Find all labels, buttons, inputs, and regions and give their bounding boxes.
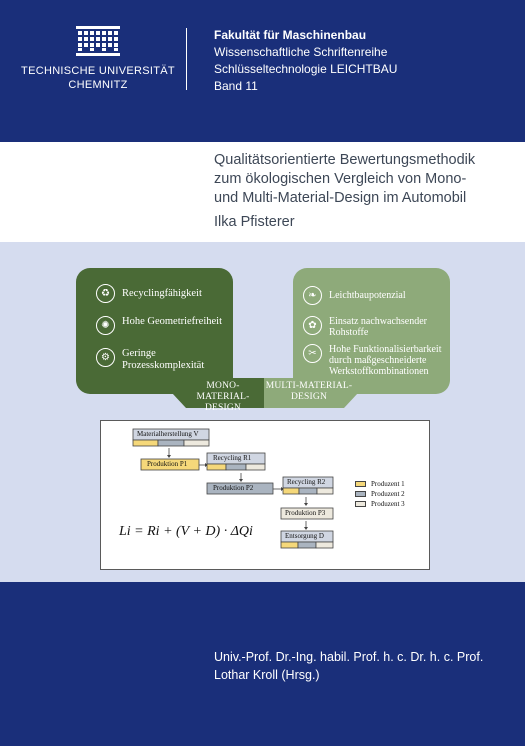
mono-item-text: Recyclingfähigkeit [122, 288, 202, 299]
recycling2-stripe-p3 [316, 487, 334, 495]
entsorgung-stripe-p2 [297, 541, 317, 549]
connector-arrowhead [205, 463, 208, 467]
footer-band: Univ.-Prof. Dr.-Ing. habil. Prof. h. c. … [0, 582, 525, 746]
produktion2-box [206, 482, 274, 495]
materialherstellung-stripe-p3 [183, 439, 210, 447]
mono-arrow-shape [172, 378, 264, 408]
book-title-line: und Multi-Material-Design im Automobil [214, 190, 467, 206]
recycling2-stripe-p1 [282, 487, 300, 495]
faculty-name: Fakultät für Maschinenbau [214, 28, 367, 42]
mono-item-text: Hohe Geometriefreiheit [122, 316, 222, 327]
mono-item: ⚙ Geringe Prozesskomplexität [96, 348, 232, 371]
mono-item: ♻ Recyclingfähigkeit [96, 284, 202, 303]
multi-arrow-label: MULTI-MATERIAL-DESIGN [265, 381, 353, 402]
editor-credit: Univ.-Prof. Dr.-Ing. habil. Prof. h. c. … [214, 648, 483, 684]
recycling1-stripe-p2 [225, 463, 247, 471]
materialherstellung-stripe-p2 [157, 439, 185, 447]
recycling1-stripe-p3 [245, 463, 266, 471]
legend-label: Produzent 3 [371, 500, 405, 508]
legend-swatch [355, 491, 366, 497]
mono-arrow-label: MONO-MATERIAL-DESIGN [196, 381, 250, 413]
formula: Li = Ri + (V + D) · ΔQi [119, 524, 253, 539]
legend-item: Produzent 2 [355, 490, 405, 498]
multi-material-box: ❧ Leichtbaupotenzial ✿ Einsatz nachwachs… [293, 268, 450, 394]
flow-label-recycling1: Recycling R1 [213, 454, 252, 462]
connector-arrowhead [281, 487, 284, 491]
series-info: Fakultät für Maschinenbau Wissenschaftli… [214, 27, 397, 95]
process-icon: ⚙ [96, 348, 115, 367]
book-title: Qualitätsorientierte Bewertungsmethodik … [214, 151, 514, 208]
multi-item-text: Leichtbaupotenzial [329, 290, 406, 301]
flow-label-produktion3: Produktion P3 [285, 509, 326, 517]
produktion3-box [280, 507, 334, 520]
sprout-icon: ✿ [303, 316, 322, 335]
geometry-icon: ✺ [96, 316, 115, 335]
process-diagram: Materialherstellung V Produktion P1 Recy… [100, 420, 430, 570]
entsorgung-stripe-p1 [280, 541, 299, 549]
flow-label-recycling2: Recycling R2 [287, 478, 326, 486]
multi-item: ✿ Einsatz nachwachsender Rohstoffe [303, 316, 447, 338]
series-line: Wissenschaftliche Schriftenreihe [214, 45, 388, 59]
editor-line: Lothar Kroll (Hrsg.) [214, 668, 320, 682]
multi-arrow-shape [264, 378, 358, 408]
book-title-line: zum ökologischen Vergleich von Mono- [214, 171, 467, 187]
tools-icon: ✂ [303, 344, 322, 363]
flow-label-materialherstellung: Materialherstellung V [137, 430, 199, 438]
mono-item: ✺ Hohe Geometriefreiheit [96, 316, 222, 335]
title-band: Qualitätsorientierte Bewertungsmethodik … [0, 142, 525, 242]
book-title-line: Qualitätsorientierte Bewertungsmethodik [214, 152, 476, 168]
university-name: TECHNISCHE UNIVERSITÄT CHEMNITZ [18, 64, 178, 92]
header-band: TECHNISCHE UNIVERSITÄT CHEMNITZ Fakultät… [0, 0, 525, 142]
recycling2-stripe-p2 [298, 487, 318, 495]
flow-label-produktion2: Produktion P2 [213, 484, 254, 492]
legend-label: Produzent 2 [371, 490, 405, 498]
header-divider [186, 28, 187, 90]
legend-swatch [355, 501, 366, 507]
multi-item-text: Einsatz nachwachsender Rohstoffe [329, 316, 428, 338]
legend-item: Produzent 1 [355, 480, 405, 488]
flow-label-entsorgung: Entsorgung D [285, 532, 324, 540]
multi-item: ❧ Leichtbaupotenzial [303, 286, 406, 305]
connector-arrowhead [167, 455, 171, 458]
mono-material-box: ♻ Recyclingfähigkeit ✺ Hohe Geometriefre… [76, 268, 233, 394]
university-name-line: TECHNISCHE UNIVERSITÄT [21, 65, 175, 77]
multi-item: ✂ Hohe Funktionalisierbarkeit durch maßg… [303, 344, 447, 377]
recycling1-stripe-p1 [206, 463, 227, 471]
process-flow [132, 428, 334, 549]
legend-label: Produzent 1 [371, 480, 405, 488]
volume-number: Band 11 [214, 79, 258, 93]
entsorgung-stripe-p3 [315, 541, 334, 549]
feather-icon: ❧ [303, 286, 322, 305]
series-line: Schlüsseltechnologie LEICHTBAU [214, 62, 398, 76]
legend-item: Produzent 3 [355, 500, 405, 508]
legend-swatch [355, 481, 366, 487]
cover-figure: ♻ Recyclingfähigkeit ✺ Hohe Geometriefre… [0, 242, 525, 582]
university-name-line: CHEMNITZ [68, 79, 128, 91]
recycle-icon: ♻ [96, 284, 115, 303]
materialherstellung-stripe-p1 [132, 439, 159, 447]
produktion1-box [140, 458, 200, 471]
mono-item-text: Geringe Prozesskomplexität [122, 348, 205, 371]
design-arrow [172, 378, 358, 408]
connector-arrowhead [239, 479, 243, 482]
university-logo-icon [76, 26, 120, 56]
editor-line: Univ.-Prof. Dr.-Ing. habil. Prof. h. c. … [214, 650, 484, 664]
connector-arrowhead [304, 527, 308, 530]
connector-arrowhead [304, 503, 308, 506]
book-author: Ilka Pfisterer [214, 214, 295, 230]
flow-label-produktion1: Produktion P1 [147, 460, 188, 468]
multi-item-text: Hohe Funktionalisierbarkeit durch maßges… [329, 344, 442, 377]
